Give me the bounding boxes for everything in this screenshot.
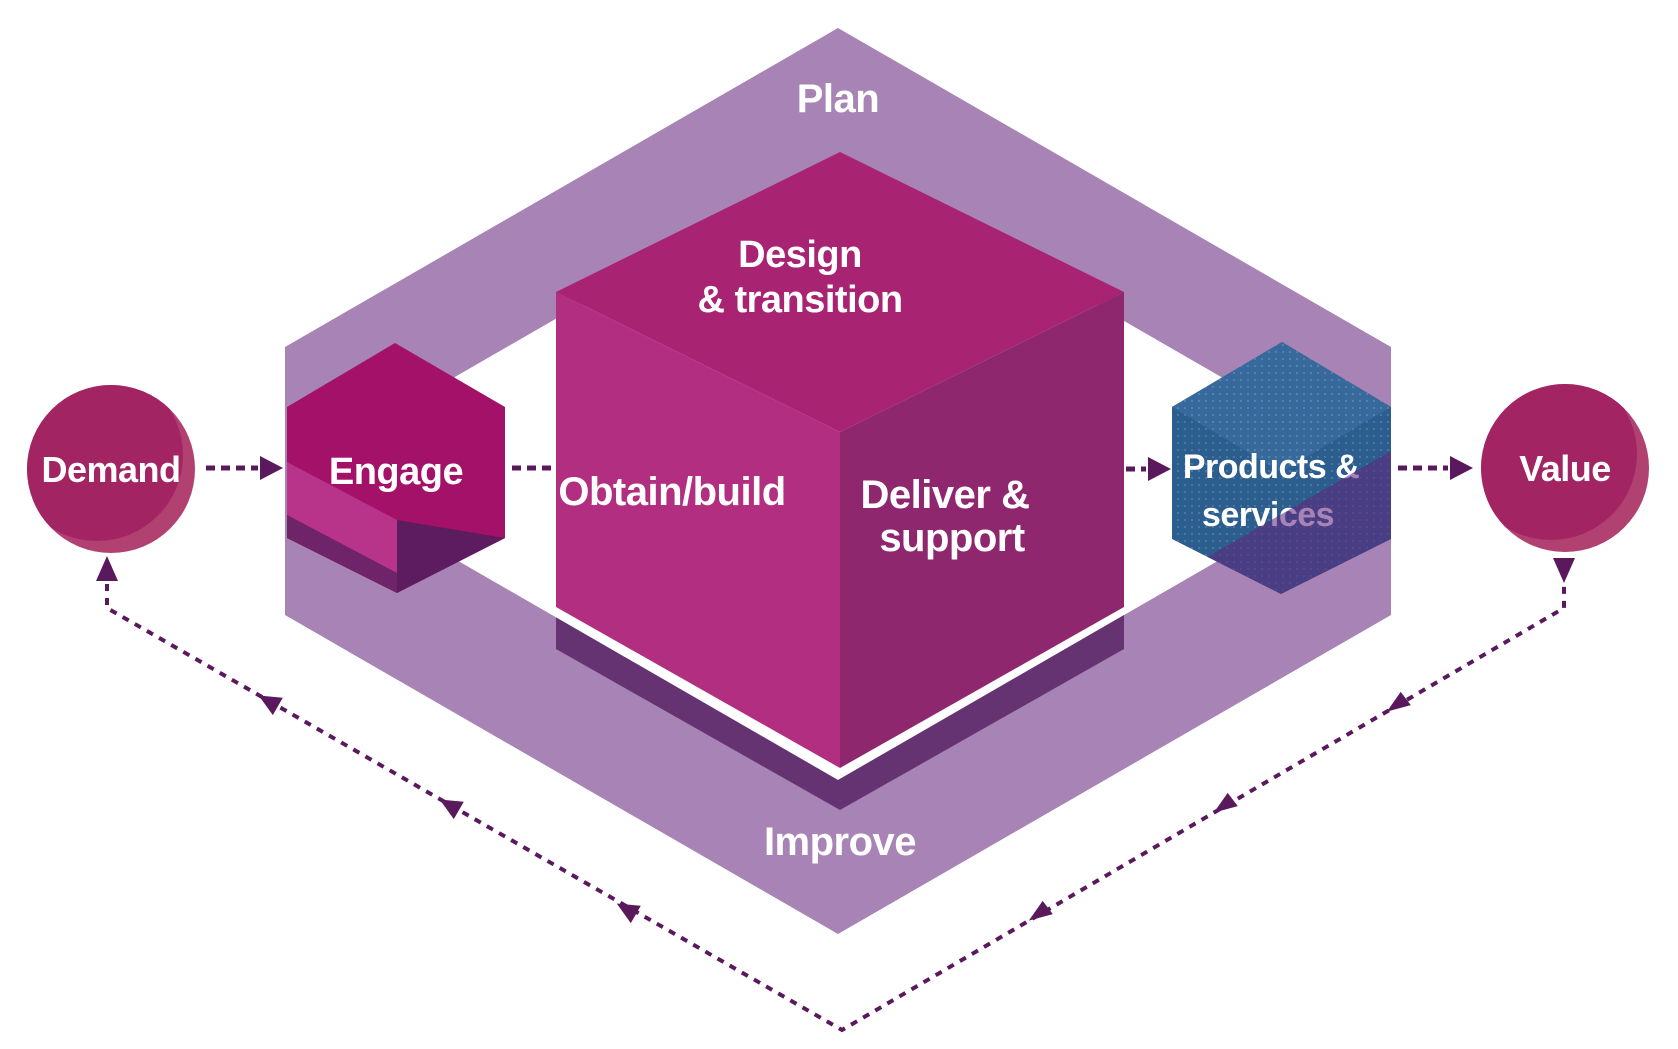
value-circle-shade xyxy=(1481,384,1637,540)
products-services-label-line1: Products & xyxy=(1183,448,1359,486)
arrowhead-into-demand xyxy=(96,556,118,581)
arrowhead-demand-to-engage xyxy=(260,456,283,480)
arrowhead-loop-left-3 xyxy=(616,903,641,924)
value-chain-cube: Design & transition Obtain/build Deliver… xyxy=(556,152,1124,768)
arrowhead-loop-right-3 xyxy=(1028,900,1053,921)
value-chain-band xyxy=(285,28,1391,934)
arrowhead-loop-right-2 xyxy=(1213,792,1238,813)
design-transition-label-line2: & transition xyxy=(697,279,902,321)
feedback-loop-path xyxy=(105,584,1566,1033)
demand-node: Demand xyxy=(27,385,195,553)
demand-label: Demand xyxy=(41,449,180,490)
plan-label: Plan xyxy=(797,77,879,121)
obtain-build-label: Obtain/build xyxy=(558,470,785,514)
value-label: Value xyxy=(1519,448,1611,489)
design-transition-label-line1: Design xyxy=(738,234,862,276)
arrowhead-loop-right-1 xyxy=(1386,691,1411,712)
products-services-node: Products & services xyxy=(1172,342,1391,594)
deliver-support-label-line1: Deliver & xyxy=(861,473,1030,517)
arrowhead-out-of-value xyxy=(1553,558,1575,583)
engage-label: Engage xyxy=(329,451,463,493)
arrowhead-loop-left-2 xyxy=(439,799,464,820)
arrowhead-products-to-value xyxy=(1450,456,1473,480)
cube-left-face xyxy=(556,292,840,768)
value-node: Value xyxy=(1481,384,1649,552)
arrowhead-loop-left-1 xyxy=(258,695,283,716)
engage-cube-dark-left xyxy=(287,515,397,593)
engage-cube-dark-right xyxy=(397,520,505,593)
improve-label: Improve xyxy=(764,820,916,864)
deliver-support-label-line2: support xyxy=(879,516,1025,560)
arrowhead-cube-to-products xyxy=(1148,457,1171,481)
engage-cube-light-band xyxy=(287,462,397,573)
demand-circle-shade xyxy=(27,385,183,541)
cube-right-face xyxy=(840,292,1124,768)
engage-node: Engage xyxy=(287,343,505,593)
band-overlay-on-products xyxy=(1172,451,1391,594)
flow-arrows xyxy=(96,456,1575,1033)
